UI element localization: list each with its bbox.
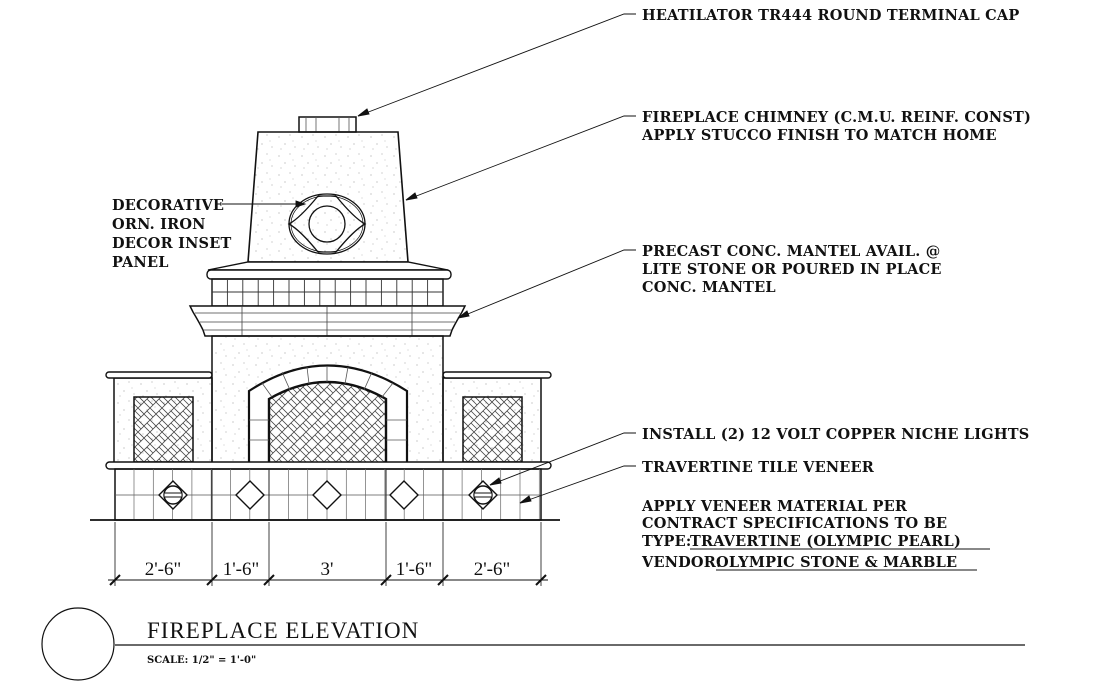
dimension-tick xyxy=(206,574,218,586)
hood xyxy=(207,261,449,271)
detail-bubble xyxy=(41,607,115,681)
note-mantel-3: CONC. MANTEL xyxy=(642,279,776,296)
note-veneer: TRAVERTINE TILE VENEER xyxy=(642,459,875,476)
note-spec-2: CONTRACT SPECIFICATIONS TO BE xyxy=(642,515,947,532)
note-panel-1: DECORATIVE xyxy=(112,197,224,214)
dimension-tick xyxy=(437,574,449,586)
note-mantel-2: LITE STONE OR POURED IN PLACE xyxy=(642,261,942,278)
note-chimney-2: APPLY STUCCO FINISH TO MATCH HOME xyxy=(641,127,997,144)
tile-band xyxy=(211,278,444,307)
dimension-tick xyxy=(535,574,547,586)
firebox-arch xyxy=(247,364,409,465)
note-spec-1: APPLY VENEER MATERIAL PER xyxy=(641,498,908,515)
dimension-string: 2'-6" 1'-6" 3' 1'-6" 2'-6" xyxy=(108,522,548,586)
note-panel-3: DECOR INSET xyxy=(112,235,231,252)
niche-light xyxy=(158,480,188,510)
drawing-title: FIREPLACE ELEVATION xyxy=(147,618,419,643)
note-cap: HEATILATOR TR444 ROUND TERMINAL CAP xyxy=(642,7,1019,24)
dimension-label: 3' xyxy=(321,559,334,580)
dimension-label: 2'-6" xyxy=(145,559,182,580)
leader-lines xyxy=(222,13,636,504)
diamond-inset xyxy=(235,480,265,510)
right-niche xyxy=(462,396,523,463)
hood-ledge xyxy=(206,269,452,280)
dimension-label: 2'-6" xyxy=(474,559,511,580)
diamond-inset xyxy=(389,480,419,510)
dimension-tick xyxy=(380,574,392,586)
diamond-inset xyxy=(312,480,342,510)
note-vendor-label: VENDOR: xyxy=(641,554,722,571)
note-type-label: TYPE: xyxy=(642,533,691,550)
annotation-notes: HEATILATOR TR444 ROUND TERMINAL CAP FIRE… xyxy=(112,7,1031,571)
niche-light xyxy=(468,480,498,510)
note-type-value: TRAVERTINE (OLYMPIC PEARL) xyxy=(690,533,961,550)
ornamental-iron-panel xyxy=(287,193,367,255)
dimension-tick xyxy=(263,574,275,586)
dimension-tick xyxy=(109,574,121,586)
mantel xyxy=(188,305,467,337)
note-lights: INSTALL (2) 12 VOLT COPPER NICHE LIGHTS xyxy=(642,426,1029,443)
left-niche xyxy=(133,396,194,463)
note-vendor-value: OLYMPIC STONE & MARBLE xyxy=(716,554,957,571)
veneer-ledge xyxy=(105,461,552,470)
note-mantel-1: PRECAST CONC. MANTEL AVAIL. @ xyxy=(642,243,941,260)
note-panel-4: PANEL xyxy=(112,254,169,271)
drawing-scale: SCALE: 1/2" = 1'-0" xyxy=(147,655,256,666)
dimension-label: 1'-6" xyxy=(396,559,433,580)
dimension-label: 1'-6" xyxy=(223,559,260,580)
terminal-cap xyxy=(298,116,357,133)
note-panel-2: ORN. IRON xyxy=(112,216,206,233)
note-chimney-1: FIREPLACE CHIMNEY (C.M.U. REINF. CONST) xyxy=(642,109,1031,126)
